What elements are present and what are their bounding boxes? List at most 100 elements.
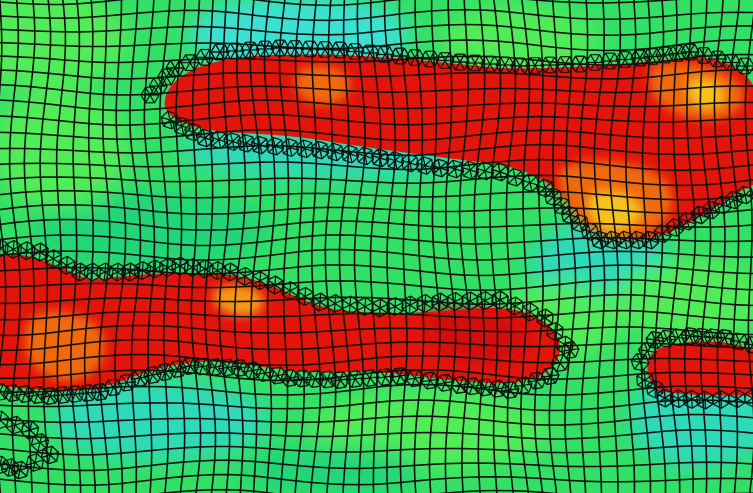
refined-mesh-cluster <box>405 369 425 388</box>
refined-mesh-cluster <box>401 295 419 315</box>
refined-mesh-cluster <box>385 151 405 170</box>
refined-mesh-cluster <box>296 286 314 306</box>
refined-mesh-cluster <box>735 185 753 205</box>
refined-mesh-cluster <box>715 329 735 347</box>
refined-mesh-cluster <box>255 364 275 382</box>
refined-mesh-cluster <box>570 55 590 73</box>
refined-mesh-cluster <box>527 371 547 390</box>
refined-mesh-cluster <box>44 249 62 269</box>
refined-mesh-cluster <box>196 259 214 279</box>
refined-mesh-cluster <box>133 260 152 281</box>
mesh-column-line <box>114 0 127 493</box>
refined-mesh-cluster <box>255 40 275 58</box>
refined-mesh-cluster <box>465 54 485 72</box>
refined-mesh-cluster <box>580 222 600 241</box>
refined-mesh-cluster <box>513 376 533 395</box>
refined-mesh-cluster <box>31 242 49 262</box>
refined-mesh-cluster <box>311 292 329 312</box>
mesh-column-line <box>548 0 561 493</box>
refined-mesh-cluster <box>340 144 360 164</box>
mesh-row-line <box>0 113 753 127</box>
refined-mesh-cluster <box>560 205 580 225</box>
refined-mesh-cluster <box>266 275 284 295</box>
mesh-column-line <box>278 0 290 493</box>
mesh-column-line <box>579 0 592 493</box>
mesh-row-line <box>0 473 753 486</box>
mesh-column-line <box>294 0 306 493</box>
refined-mesh-cluster <box>480 55 500 73</box>
refined-mesh-cluster <box>268 366 287 385</box>
refined-mesh-cluster <box>160 110 180 130</box>
mesh-column-line <box>533 0 544 493</box>
refined-mesh-cluster <box>683 389 701 409</box>
mesh-column-line <box>458 0 472 493</box>
refined-mesh-cluster <box>285 40 305 57</box>
mesh-column-line <box>158 0 171 493</box>
refined-mesh-cluster <box>180 54 200 72</box>
refined-mesh-cluster <box>521 302 539 322</box>
refined-mesh-cluster <box>390 367 410 385</box>
refined-mesh-cluster <box>570 214 590 233</box>
refined-mesh-cluster <box>461 291 479 311</box>
refined-mesh-cluster <box>4 239 22 259</box>
mesh-row-line <box>0 413 753 426</box>
refined-mesh-cluster <box>678 211 697 231</box>
refined-mesh-cluster <box>615 51 635 68</box>
refined-mesh-cluster <box>90 383 110 401</box>
mesh-column-line <box>744 14 753 493</box>
mesh-column-line <box>654 0 667 493</box>
mesh-column-line <box>640 0 652 493</box>
refined-mesh-cluster <box>345 370 365 388</box>
refined-mesh-cluster <box>505 168 525 187</box>
mesh-row-line <box>0 128 753 142</box>
refined-mesh-cluster <box>223 132 242 151</box>
refined-mesh-cluster <box>183 257 202 278</box>
refined-mesh-cluster <box>146 259 164 279</box>
refined-mesh-cluster <box>555 56 575 73</box>
mesh-row-line <box>0 309 753 322</box>
refined-mesh-cluster <box>0 238 9 258</box>
refined-mesh-cluster <box>656 388 674 408</box>
refined-mesh-cluster <box>330 371 350 389</box>
refined-mesh-cluster <box>18 241 36 261</box>
refined-mesh-cluster <box>680 327 700 345</box>
mesh-column-line <box>190 0 202 493</box>
refined-mesh-cluster <box>371 298 389 318</box>
mesh-row-line <box>0 174 753 187</box>
refined-mesh-cluster <box>265 136 285 156</box>
refined-mesh-cluster <box>640 230 660 250</box>
mesh-row-line <box>0 445 753 456</box>
refined-mesh-cluster <box>475 161 495 181</box>
mesh-column-line <box>249 0 262 493</box>
refined-mesh-cluster <box>420 371 440 390</box>
refined-mesh-cluster <box>96 262 114 282</box>
refined-mesh-cluster <box>703 328 723 347</box>
refined-mesh-cluster <box>431 292 449 312</box>
mesh-column-line <box>489 0 502 493</box>
mesh-column-line <box>505 0 517 493</box>
mesh-column-line <box>55 0 67 493</box>
mesh-column-line <box>39 0 52 493</box>
refined-mesh-cluster <box>250 135 270 155</box>
refined-mesh-cluster <box>0 455 10 474</box>
mesh-column-line <box>728 0 741 493</box>
refined-mesh-cluster <box>520 173 540 192</box>
mesh-column-line <box>413 0 425 493</box>
mesh-column-line <box>428 0 441 493</box>
refined-mesh-cluster <box>10 460 30 480</box>
refined-mesh-cluster <box>450 53 470 71</box>
mesh-row-line <box>0 189 753 201</box>
mesh-row-line <box>0 429 753 440</box>
refined-mesh-cluster <box>58 255 76 275</box>
refined-mesh-cluster <box>370 148 390 168</box>
refined-mesh-cluster <box>360 369 380 387</box>
mesh-column-line <box>69 0 82 493</box>
refined-mesh-cluster <box>195 48 215 66</box>
mesh-column-line <box>369 0 382 493</box>
refined-mesh-cluster <box>386 296 404 317</box>
refined-mesh-cluster <box>600 52 620 70</box>
mesh-column-line <box>204 0 217 493</box>
mesh-column-line <box>713 0 726 493</box>
refined-mesh-cluster <box>240 41 260 59</box>
